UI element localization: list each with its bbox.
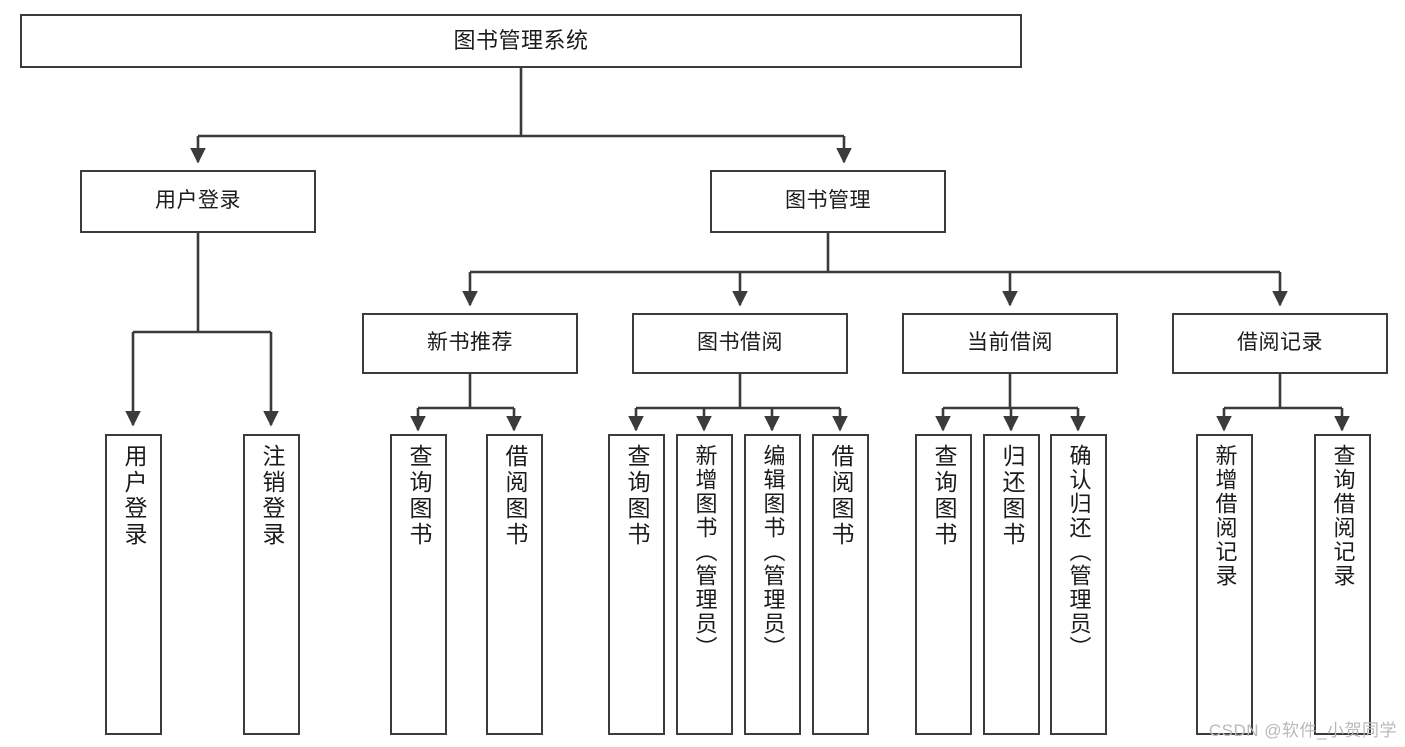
node-label: 借阅记录 (1237, 331, 1323, 355)
leaf-current-borrow-confirm-return[interactable]: 确认归还（管理员） (1050, 434, 1107, 735)
node-label: 编辑图书（管理员） (760, 444, 786, 660)
node-user-login[interactable]: 用户登录 (80, 170, 316, 233)
node-label: 借阅图书 (828, 444, 854, 548)
node-book-borrow[interactable]: 图书借阅 (632, 313, 848, 374)
node-label: 用户登录 (155, 189, 241, 213)
watermark-text: CSDN @软件_小贺同学 (1208, 721, 1397, 740)
leaf-current-borrow-query[interactable]: 查询图书 (915, 434, 972, 735)
node-label: 确认归还（管理员） (1066, 444, 1092, 660)
leaf-user-login-logout[interactable]: 注销登录 (243, 434, 300, 735)
node-label: 图书管理系统 (453, 28, 589, 54)
leaf-user-login-login[interactable]: 用户登录 (105, 434, 162, 735)
leaf-new-book-borrow[interactable]: 借阅图书 (486, 434, 543, 735)
node-new-book-recommend[interactable]: 新书推荐 (362, 313, 578, 374)
leaf-current-borrow-return[interactable]: 归还图书 (983, 434, 1040, 735)
node-label: 查询图书 (624, 444, 650, 548)
node-label: 借阅图书 (502, 444, 528, 548)
node-current-borrow[interactable]: 当前借阅 (902, 313, 1118, 374)
node-book-management[interactable]: 图书管理 (710, 170, 946, 233)
node-label: 查询图书 (406, 444, 432, 548)
node-label: 查询图书 (931, 444, 957, 548)
node-label: 图书管理 (785, 189, 871, 213)
leaf-book-borrow-query[interactable]: 查询图书 (608, 434, 665, 735)
node-label: 查询借阅记录 (1330, 444, 1356, 588)
leaf-new-book-query[interactable]: 查询图书 (390, 434, 447, 735)
node-label: 用户登录 (121, 444, 147, 548)
node-borrow-record[interactable]: 借阅记录 (1172, 313, 1388, 374)
leaf-borrow-record-add[interactable]: 新增借阅记录 (1196, 434, 1253, 735)
leaf-book-borrow-edit[interactable]: 编辑图书（管理员） (744, 434, 801, 735)
node-label: 当前借阅 (967, 331, 1053, 355)
node-label: 新增借阅记录 (1212, 444, 1238, 588)
node-label: 新书推荐 (427, 331, 513, 355)
node-root-system[interactable]: 图书管理系统 (20, 14, 1022, 68)
node-label: 图书借阅 (697, 331, 783, 355)
node-label: 归还图书 (999, 444, 1025, 548)
leaf-book-borrow-borrow[interactable]: 借阅图书 (812, 434, 869, 735)
leaf-book-borrow-add[interactable]: 新增图书（管理员） (676, 434, 733, 735)
node-label: 注销登录 (259, 444, 285, 548)
leaf-borrow-record-query[interactable]: 查询借阅记录 (1314, 434, 1371, 735)
node-label: 新增图书（管理员） (692, 444, 718, 660)
